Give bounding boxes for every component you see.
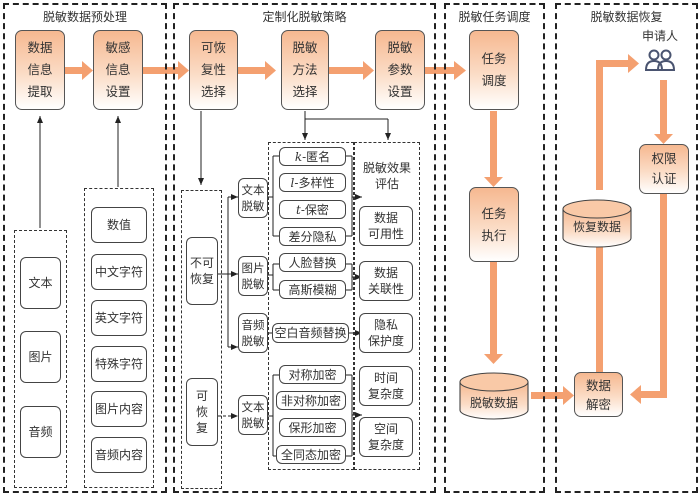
method-select-box: 脱敏 方法 选择 (281, 30, 329, 110)
method-face-replace: 人脸替换 (279, 253, 346, 272)
eval-space-complexity: 空间 复杂度 (359, 417, 413, 457)
applicant-label: 申请人 (641, 29, 678, 43)
section-title-scheduling: 脱敏任务调度 (458, 10, 531, 24)
section-scheduling (444, 3, 545, 493)
eval-correlation: 数据 关联性 (359, 261, 413, 301)
methods-group (268, 142, 354, 470)
method-format-preserving-encrypt: 保形加密 (279, 418, 346, 437)
method-homomorphic-encrypt: 全同态加密 (276, 445, 346, 464)
image-desens-box: 图片 脱敏 (238, 256, 268, 296)
task-execute-box: 任务 执行 (469, 187, 519, 262)
recovered-data-label: 恢复数据 (572, 220, 621, 234)
desens-data-cylinder (459, 372, 529, 420)
method-gaussian-blur: 高斯模糊 (279, 280, 346, 299)
method-k-anonymity: k-匿名 (279, 147, 346, 166)
recoverability-group (181, 190, 222, 489)
eval-usability: 数据 可用性 (359, 206, 413, 246)
sources-group (14, 230, 67, 488)
data-extract-box: 数据 信息 提取 (15, 30, 65, 110)
method-symmetric-encrypt: 对称加密 (279, 365, 346, 384)
type-special: 特殊字符 (91, 346, 147, 382)
method-blank-audio: 空白音频替换 (272, 323, 349, 343)
section-strategy (173, 3, 436, 493)
arrow-auth-to-decrypt (660, 194, 667, 395)
audio-desens-box: 音频 脱敏 (238, 313, 268, 353)
type-image-content: 图片内容 (91, 391, 147, 427)
type-audio-content: 音频内容 (91, 437, 147, 473)
section-recovery (555, 3, 698, 493)
section-title-preprocess: 脱敏数据预处理 (42, 10, 127, 24)
section-title-strategy: 定制化脱敏策略 (262, 10, 347, 24)
method-l-prefix: l (290, 175, 295, 190)
method-l-suffix: -多样性 (294, 175, 335, 190)
arrow-data-to-decrypt (531, 392, 564, 399)
eval-privacy: 隐私 保护度 (359, 313, 413, 353)
applicant-person-icon (644, 49, 676, 71)
arrow-recoverability-to-method (238, 67, 265, 74)
evaluation-group (354, 142, 420, 470)
reversible-box: 可 恢 复 (186, 378, 218, 446)
type-chinese: 中文字符 (91, 254, 147, 290)
auth-box: 权限 认证 (639, 144, 689, 194)
black-connectors (37, 111, 391, 457)
source-audio: 音频 (20, 406, 61, 458)
decrypt-box: 数据 解密 (574, 372, 623, 417)
method-k-suffix: -匿名 (302, 149, 331, 164)
method-asymmetric-encrypt: 非对称加密 (276, 391, 346, 410)
type-numeric: 数值 (91, 207, 147, 243)
section-preprocess (3, 3, 167, 493)
sensitive-info-box: 敏感 信息 设置 (93, 30, 143, 110)
method-t-closeness: t-保密 (279, 200, 346, 219)
section-title-recovery: 脱敏数据恢复 (590, 10, 663, 24)
arrow-method-to-params (329, 67, 363, 74)
text-desens-box: 文本 脱敏 (238, 178, 268, 218)
irreversible-box: 不可 恢复 (186, 237, 218, 305)
arrow-sensitive-to-recoverability (143, 67, 178, 74)
task-schedule-box: 任务 调度 (469, 30, 519, 110)
text-desens-box-2: 文本 脱敏 (238, 395, 268, 435)
method-t-suffix: -保密 (300, 202, 329, 217)
method-k-prefix: k (294, 149, 303, 164)
type-english: 英文字符 (91, 300, 147, 336)
evaluation-title: 脱敏效果 评估 (362, 161, 411, 191)
arrow-params-to-schedule (425, 67, 454, 74)
arrow-execute-to-data (490, 262, 497, 354)
arrow-schedule-to-execute (490, 111, 497, 177)
arrow-extract-to-sensitive (65, 67, 82, 74)
recoverability-box: 可恢 复性 选择 (189, 30, 238, 110)
eval-time-complexity: 时间 复杂度 (359, 366, 413, 406)
method-t-prefix: t (296, 202, 301, 217)
desens-data-label: 脱敏数据 (469, 396, 518, 410)
arrow-decrypt-to-recovered (596, 246, 603, 373)
arrow-recovered-to-applicant (596, 63, 603, 190)
types-group (84, 188, 154, 488)
param-setting-box: 脱敏 参数 设置 (375, 30, 425, 110)
source-image: 图片 (20, 331, 61, 383)
method-l-diversity: l-多样性 (279, 173, 346, 192)
method-differential-privacy: 差分隐私 (279, 227, 346, 246)
arrow-applicant-to-auth (660, 80, 667, 134)
recovered-data-cylinder (562, 199, 632, 248)
source-text: 文本 (20, 257, 61, 309)
